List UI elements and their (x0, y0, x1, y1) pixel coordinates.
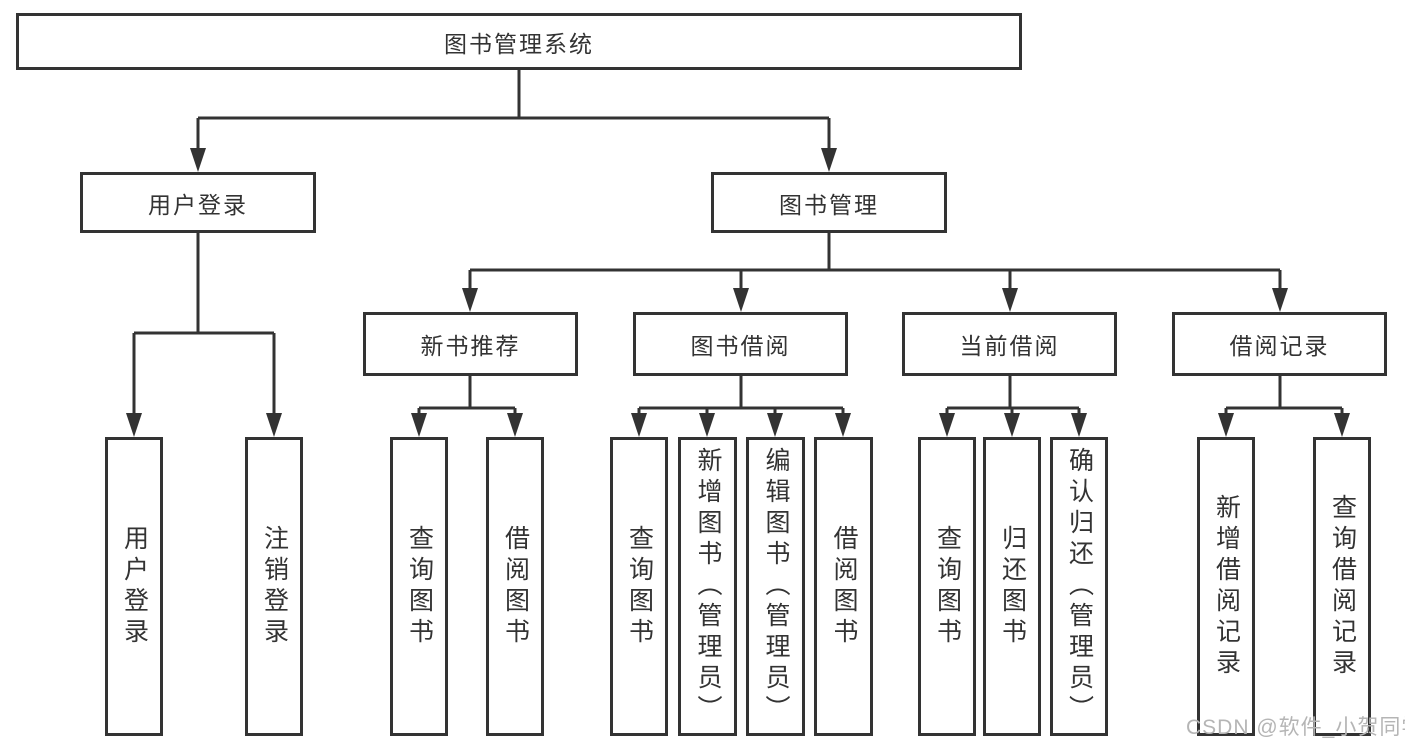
leaf-confirm-return-admin-label: 确认归还（管理员） (1065, 447, 1094, 726)
arrowhead-icon (733, 288, 749, 312)
arrowhead-icon (767, 413, 783, 437)
leaf-borrow-book: 借阅图书 (814, 437, 873, 736)
leaf-logout-login: 注销登录 (245, 437, 303, 736)
arrowhead-icon (699, 413, 715, 437)
leaf-add-borrow-record-label: 新增借阅记录 (1212, 493, 1241, 680)
arrowhead-icon (939, 413, 955, 437)
node-new-book-recommend: 新书推荐 (363, 312, 578, 376)
arrowhead-icon (266, 413, 282, 437)
node-borrow-records: 借阅记录 (1172, 312, 1387, 376)
leaf-logout-login-label: 注销登录 (260, 524, 289, 649)
leaf-return-book: 归还图书 (983, 437, 1041, 736)
leaf-query-book-current-label: 查询图书 (933, 524, 962, 649)
leaf-add-borrow-record: 新增借阅记录 (1197, 437, 1255, 736)
leaf-confirm-return-admin: 确认归还（管理员） (1050, 437, 1108, 736)
node-new-book-recommend-label: 新书推荐 (420, 333, 521, 359)
arrowhead-icon (190, 148, 206, 172)
leaf-user-login-label: 用户登录 (120, 524, 149, 649)
arrowhead-icon (1334, 413, 1350, 437)
node-book-borrow-label: 图书借阅 (690, 333, 791, 359)
arrowhead-icon (1004, 413, 1020, 437)
leaf-query-book-newbook-label: 查询图书 (405, 524, 434, 649)
node-book-management-label: 图书管理 (779, 191, 879, 218)
leaf-borrow-book-newbook-label: 借阅图书 (501, 524, 530, 649)
node-book-management: 图书管理 (711, 172, 947, 233)
leaf-return-book-label: 归还图书 (998, 524, 1027, 649)
leaf-add-book-admin: 新增图书（管理员） (678, 437, 737, 736)
leaf-query-borrow-record: 查询借阅记录 (1313, 437, 1371, 736)
node-root-label: 图书管理系统 (444, 30, 594, 57)
leaf-query-book-current: 查询图书 (918, 437, 976, 736)
arrowhead-icon (835, 413, 851, 437)
arrowhead-icon (631, 413, 647, 437)
arrowhead-icon (462, 288, 478, 312)
node-user-login-label: 用户登录 (148, 191, 248, 218)
node-current-borrow: 当前借阅 (902, 312, 1117, 376)
node-borrow-records-label: 借阅记录 (1229, 333, 1330, 359)
leaf-add-book-admin-label: 新增图书（管理员） (694, 447, 722, 726)
node-book-borrow: 图书借阅 (633, 312, 848, 376)
node-user-login: 用户登录 (80, 172, 316, 233)
leaf-query-book-borrow-label: 查询图书 (625, 524, 654, 649)
leaf-borrow-book-label: 借阅图书 (830, 524, 858, 649)
arrowhead-icon (126, 413, 142, 437)
arrowhead-icon (411, 413, 427, 437)
leaf-edit-book-admin-label: 编辑图书（管理员） (762, 447, 790, 726)
arrowhead-icon (1272, 288, 1288, 312)
arrowhead-icon (1071, 413, 1087, 437)
leaf-query-book-newbook: 查询图书 (390, 437, 448, 736)
node-root: 图书管理系统 (16, 13, 1022, 70)
arrowhead-icon (1002, 288, 1018, 312)
arrowhead-icon (507, 413, 523, 437)
leaf-query-borrow-record-label: 查询借阅记录 (1328, 493, 1357, 680)
leaf-user-login: 用户登录 (105, 437, 163, 736)
csdn-watermark: CSDN @软件_小贺同学 (1186, 716, 1405, 739)
arrowhead-icon (1218, 413, 1234, 437)
arrowhead-icon (821, 148, 837, 172)
leaf-edit-book-admin: 编辑图书（管理员） (746, 437, 805, 736)
leaf-borrow-book-newbook: 借阅图书 (486, 437, 544, 736)
node-current-borrow-label: 当前借阅 (959, 333, 1060, 359)
leaf-query-book-borrow: 查询图书 (610, 437, 668, 736)
